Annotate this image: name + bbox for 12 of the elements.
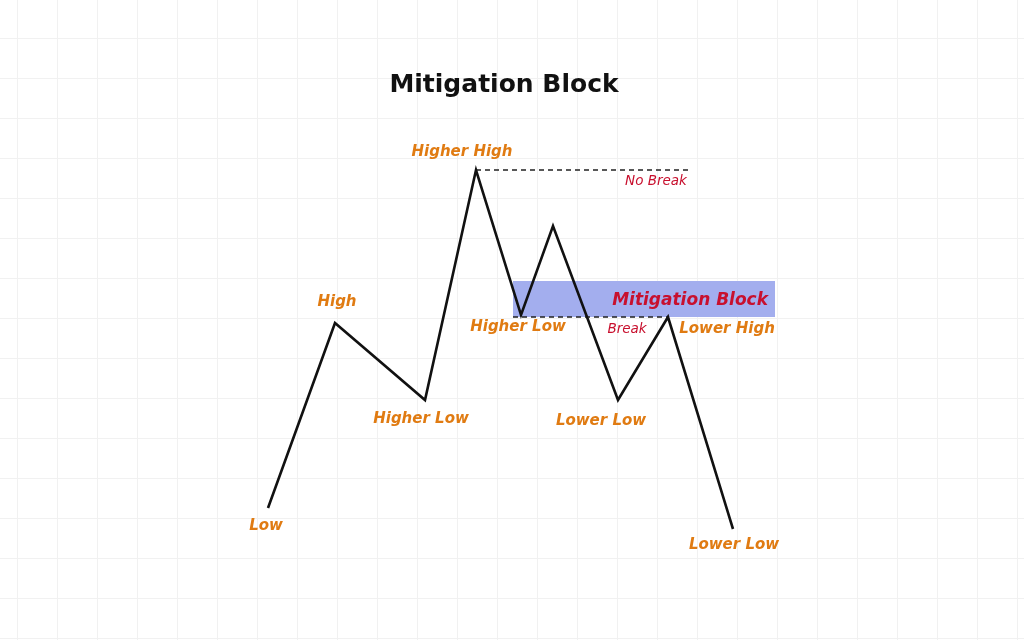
mitigation-zone-band [513,281,775,317]
swing-point-label: Higher High [411,143,513,161]
swing-point-label: Higher Low [470,318,566,336]
swing-point-label: Low [249,517,283,535]
level-note: Break [607,321,647,337]
swing-point-label: Lower Low [555,412,647,430]
zone-label: Mitigation Block [612,289,768,309]
level-note: No Break [625,173,687,189]
swing-point-label: High [317,293,357,311]
diagram-title: Mitigation Block [389,69,619,99]
swing-point-label: Lower Low [688,536,780,554]
swing-point-label: Higher Low [373,410,469,428]
